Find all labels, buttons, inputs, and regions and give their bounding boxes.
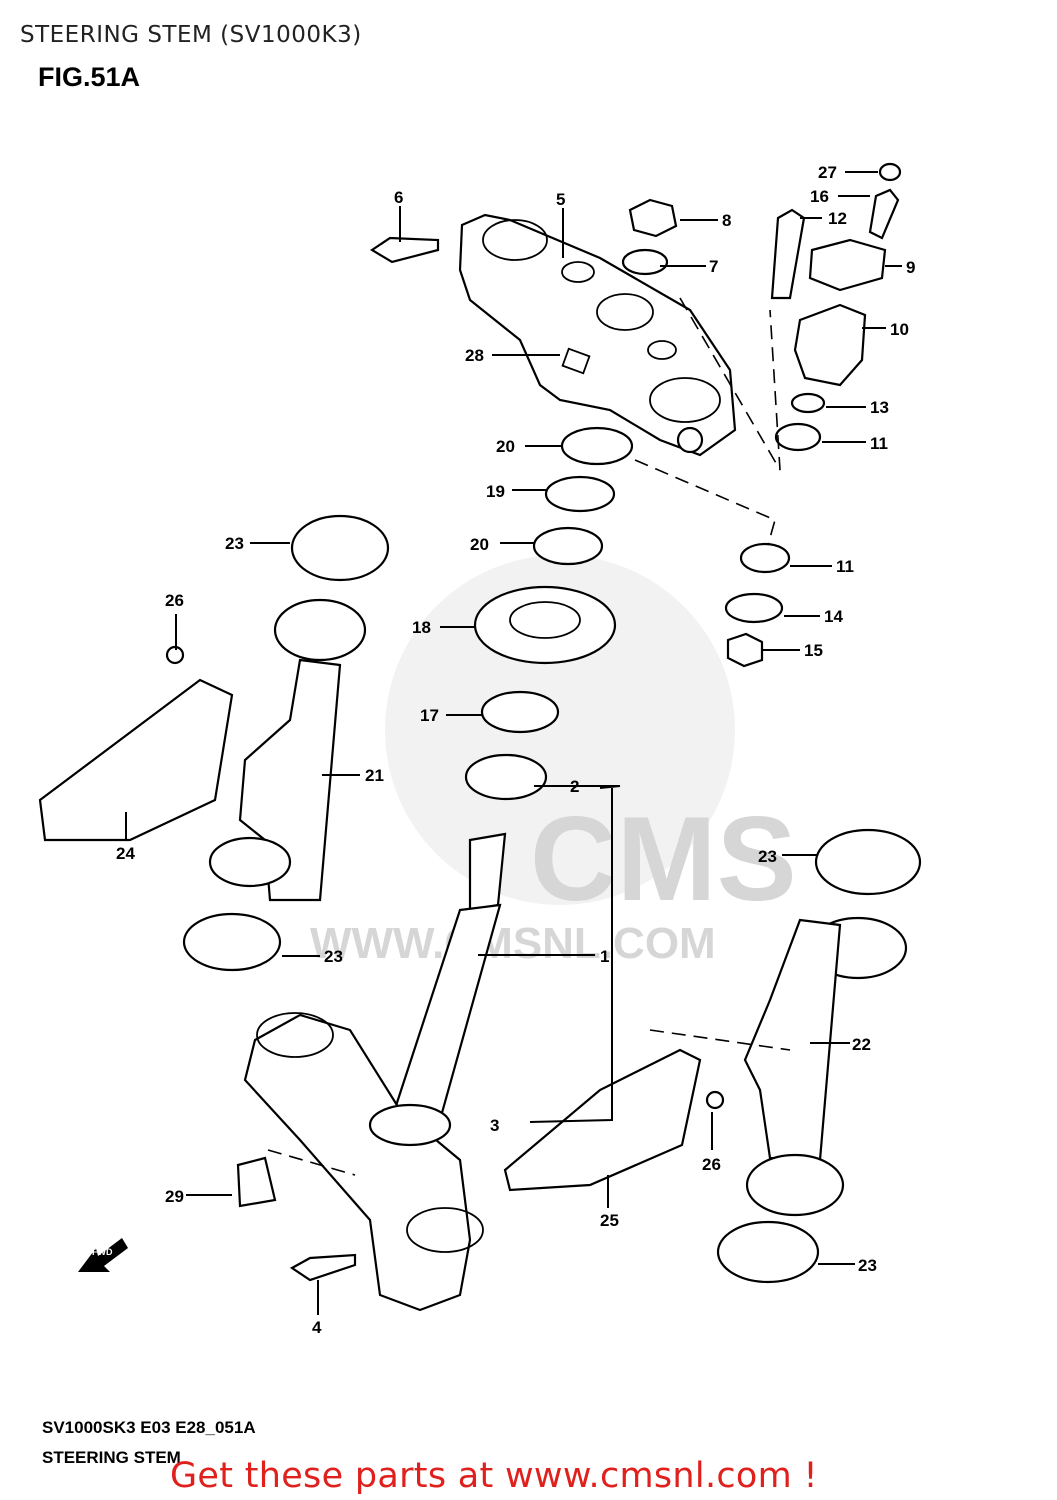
callout-3: 3 xyxy=(490,1116,499,1135)
callout-10: 10 xyxy=(890,320,909,339)
diagram-name: STEERING STEM xyxy=(42,1448,181,1467)
callout-27: 27 xyxy=(818,163,837,182)
callout-23-a: 23 xyxy=(225,534,244,553)
callout-4: 4 xyxy=(312,1318,322,1337)
callout-23-b: 23 xyxy=(324,947,343,966)
callout-11-upper: 11 xyxy=(870,434,888,453)
diagram-code: SV1000SK3 E03 E28_051A xyxy=(42,1418,256,1437)
callout-13: 13 xyxy=(870,398,889,417)
callout-15: 15 xyxy=(804,641,823,660)
leader-lines xyxy=(125,171,902,1315)
callout-21: 21 xyxy=(365,766,384,785)
callout-16: 16 xyxy=(810,187,829,206)
callout-22: 22 xyxy=(852,1035,871,1054)
upper-bracket xyxy=(458,213,737,457)
callout-9: 9 xyxy=(906,258,915,277)
callout-2: 2 xyxy=(570,777,579,796)
callout-18: 18 xyxy=(412,618,431,637)
watermark-brand: CMS xyxy=(530,792,797,926)
callout-1: 1 xyxy=(600,947,609,966)
callout-26-right: 26 xyxy=(702,1155,721,1174)
callout-19: 19 xyxy=(486,482,505,501)
callout-5: 5 xyxy=(556,190,565,209)
callout-29: 29 xyxy=(165,1187,184,1206)
callout-23-c: 23 xyxy=(758,847,777,866)
callout-26-left: 26 xyxy=(165,591,184,610)
callout-8: 8 xyxy=(722,211,731,230)
steering-stem xyxy=(236,832,507,1312)
callout-7: 7 xyxy=(709,257,718,276)
callout-14: 14 xyxy=(824,607,843,626)
watermark: CMS WWW.CMSNL.COM xyxy=(310,555,797,968)
callout-6: 6 xyxy=(394,188,403,207)
callout-23-d: 23 xyxy=(858,1256,877,1275)
page-title: STEERING STEM (SV1000K3) xyxy=(20,22,362,48)
fwd-arrow-icon: FWD xyxy=(78,1238,128,1272)
callout-20-lower: 20 xyxy=(470,535,489,554)
left-bracket xyxy=(38,514,390,972)
parts-link-text[interactable]: Get these parts at www.cmsnl.com ! xyxy=(170,1456,818,1496)
figure-label: FIG.51A xyxy=(38,62,141,92)
upper-fasteners xyxy=(369,162,902,452)
callout-25: 25 xyxy=(600,1211,619,1230)
callout-12: 12 xyxy=(828,209,847,228)
callout-20-upper: 20 xyxy=(496,437,515,456)
callout-28: 28 xyxy=(465,346,484,365)
stem-hardware xyxy=(464,426,791,801)
watermark-site: WWW.CMSNL.COM xyxy=(310,919,716,968)
callout-11-lower: 11 xyxy=(836,557,854,576)
callout-numbers: 6 5 8 7 27 16 12 9 10 13 11 28 20 19 20 … xyxy=(116,163,915,1337)
callout-24: 24 xyxy=(116,844,135,863)
assembly-lines xyxy=(267,297,791,1176)
callout-17: 17 xyxy=(420,706,439,725)
fwd-label: FWD xyxy=(92,1247,113,1257)
